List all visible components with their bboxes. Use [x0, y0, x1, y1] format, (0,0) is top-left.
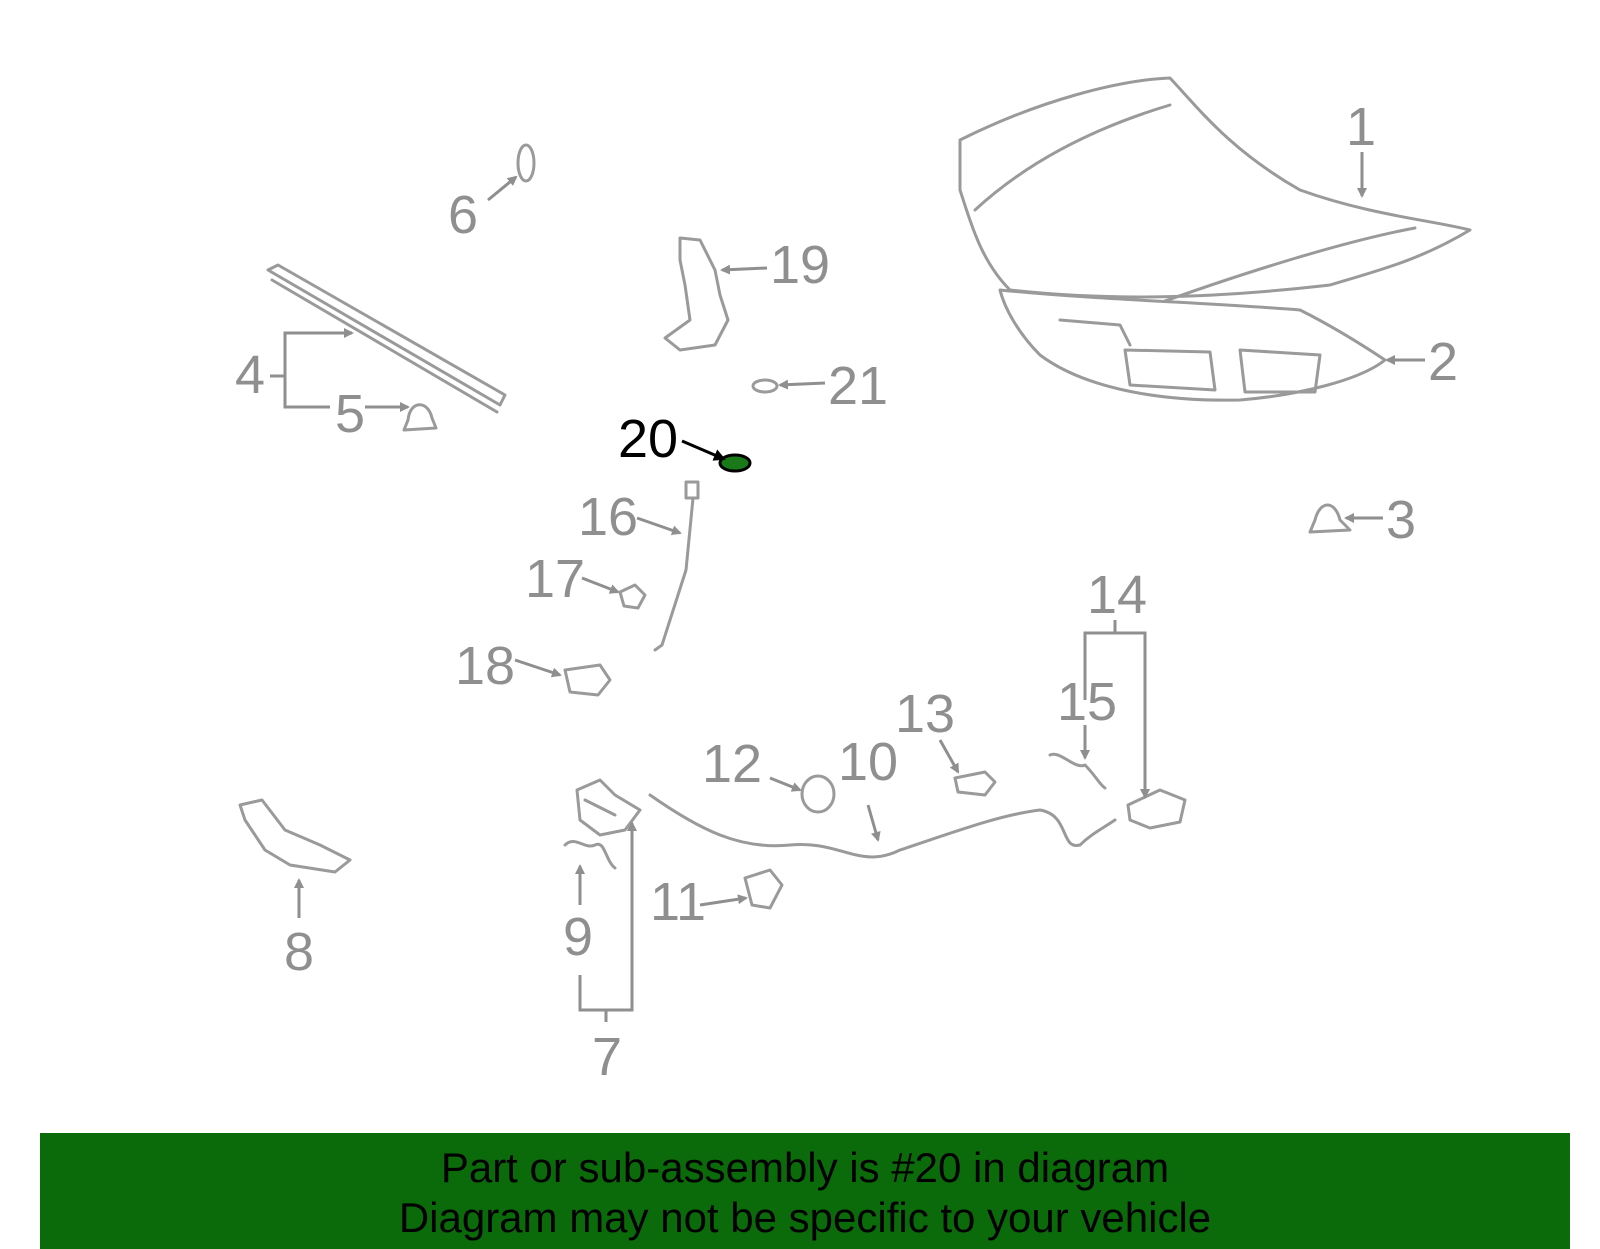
callout-13[interactable]: 13: [895, 684, 955, 744]
callout-11[interactable]: 11: [650, 872, 706, 932]
part-clip-5: [402, 403, 438, 432]
part-spring-15: [1048, 752, 1107, 790]
part-support-rod-end: [684, 480, 700, 500]
leader-lines: [270, 152, 1425, 1022]
banner-line-disclaimer: Diagram may not be specific to your vehi…: [398, 1194, 1212, 1241]
callout-15[interactable]: 15: [1057, 672, 1117, 732]
part-support-rod: [653, 486, 696, 652]
callout-labels: 1 2 3 4 5 6 7 8 9 10 11 12 13 14 15 16 1…: [235, 97, 1458, 1087]
callout-9[interactable]: 9: [563, 907, 593, 967]
part-release-handle: [1126, 788, 1187, 830]
part-spring-9: [563, 839, 617, 870]
part-hood-inner-frame: [998, 288, 1387, 402]
callout-3[interactable]: 3: [1386, 490, 1416, 550]
part-grommet-17: [618, 583, 647, 610]
callout-17[interactable]: 17: [525, 549, 585, 609]
callout-12[interactable]: 12: [702, 734, 762, 794]
callout-14[interactable]: 14: [1087, 565, 1147, 625]
part-clip-13: [953, 770, 997, 797]
part-ring-6: [516, 143, 536, 183]
part-clip-11: [743, 868, 784, 910]
callout-8[interactable]: 8: [284, 922, 314, 982]
callout-18[interactable]: 18: [455, 636, 515, 696]
part-holder-18: [563, 663, 612, 697]
part-clip-3: [1308, 503, 1352, 534]
callout-21[interactable]: 21: [828, 356, 888, 416]
part-hinge-19: [663, 236, 730, 352]
callout-1[interactable]: 1: [1346, 97, 1376, 157]
part-hood-panel: [958, 76, 1472, 312]
callout-19[interactable]: 19: [770, 235, 830, 295]
callout-2[interactable]: 2: [1428, 332, 1458, 392]
callout-7[interactable]: 7: [592, 1027, 622, 1087]
callout-20-highlighted[interactable]: 20: [618, 409, 678, 469]
part-cushion-21: [751, 378, 779, 394]
part-cap-12: [800, 774, 836, 814]
part-bracket-8: [238, 798, 352, 874]
part-weatherstrip: [266, 263, 507, 414]
callout-5[interactable]: 5: [335, 384, 365, 444]
banner-line-part-number: Part or sub-assembly is #20 in diagram: [440, 1144, 1170, 1191]
part-lock-assembly: [575, 778, 642, 837]
part-cushion-20-highlighted: [718, 453, 752, 473]
callout-16[interactable]: 16: [578, 487, 638, 547]
callout-6[interactable]: 6: [448, 185, 478, 245]
callout-10[interactable]: 10: [838, 732, 898, 792]
callout-4[interactable]: 4: [235, 345, 265, 405]
info-banner: Part or sub-assembly is #20 in diagram D…: [40, 1133, 1570, 1249]
part-release-cable: [648, 793, 1117, 859]
